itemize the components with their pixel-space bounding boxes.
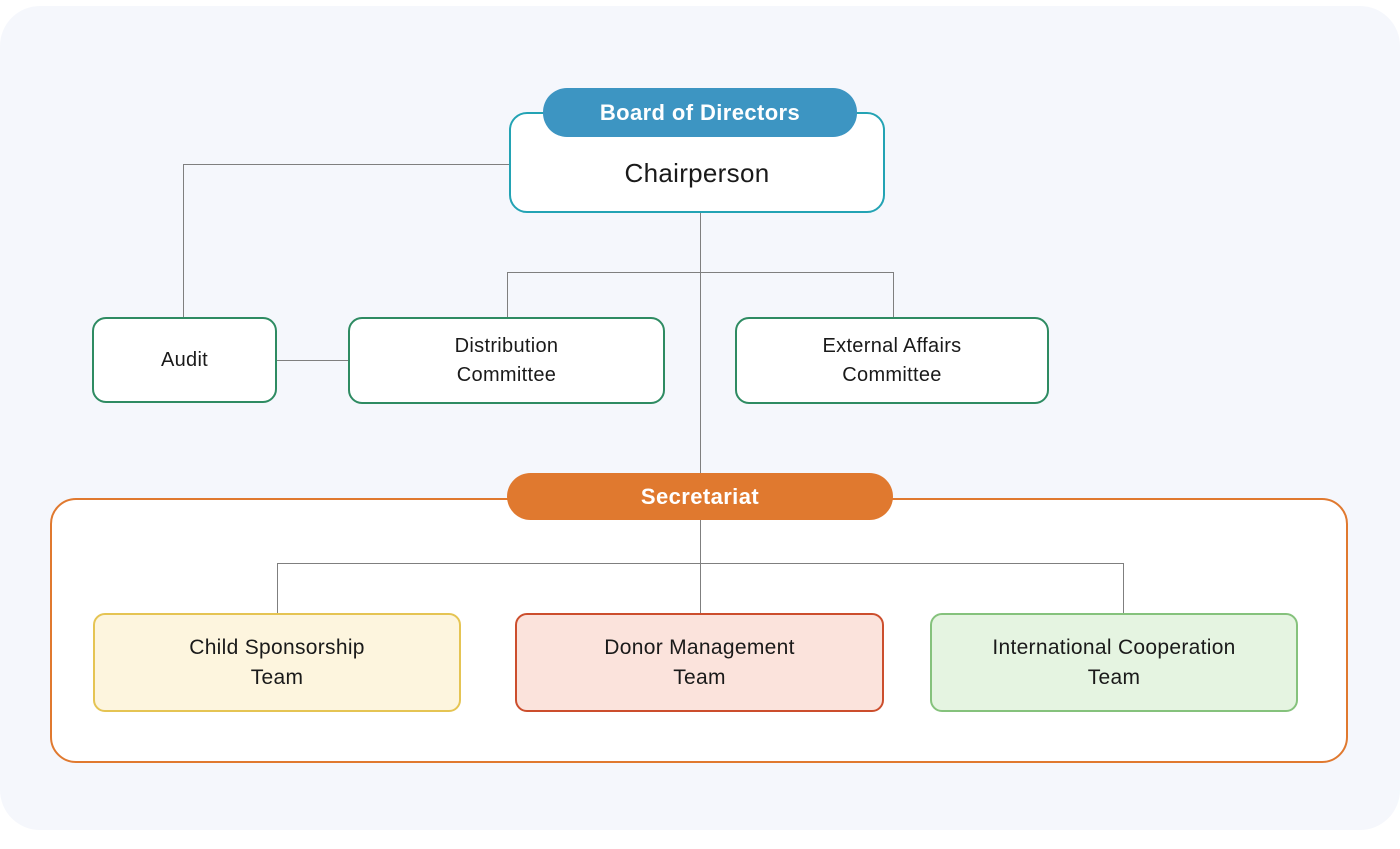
connector-team-row-horizontal [277,563,1123,564]
connector-audit-to-distribution [277,360,348,361]
donor-management-team-label: Donor Management [604,635,795,659]
connector-chairperson-to-secretariat [700,213,701,473]
international-cooperation-team-node: International Cooperation Team [930,613,1298,712]
donor-management-team-node: Donor Management Team [515,613,884,712]
child-sponsorship-team-label: Child Sponsorship [189,635,365,659]
connector-international-team-drop [1123,563,1124,613]
board-of-directors-label: Board of Directors [599,99,801,125]
connector-chairperson-to-audit-horizontal [183,164,515,165]
connector-distribution-drop [507,272,508,317]
connector-audit-drop [183,164,184,317]
connector-external-drop [893,272,894,317]
chairperson-label: Chairperson [624,158,770,188]
external-affairs-committee-label: External Affairs [822,334,962,357]
child-sponsorship-team-node: Child Sponsorship Team [93,613,461,712]
audit-node: Audit [92,317,277,403]
international-cooperation-team-label: International Cooperation [992,635,1236,659]
org-chart-canvas: Chairperson Board of Directors Audit Dis… [0,6,1400,830]
external-affairs-committee-node: External Affairs Committee [735,317,1049,404]
board-of-directors-badge: Board of Directors [543,88,857,137]
connector-committee-row-horizontal [507,272,893,273]
secretariat-badge: Secretariat [507,473,893,520]
distribution-committee-label: Distribution [454,334,559,357]
audit-label: Audit [160,348,209,371]
connector-child-team-drop [277,563,278,613]
secretariat-label: Secretariat [640,483,760,509]
distribution-committee-node: Distribution Committee [348,317,665,404]
connector-secretariat-to-donor [700,520,701,613]
